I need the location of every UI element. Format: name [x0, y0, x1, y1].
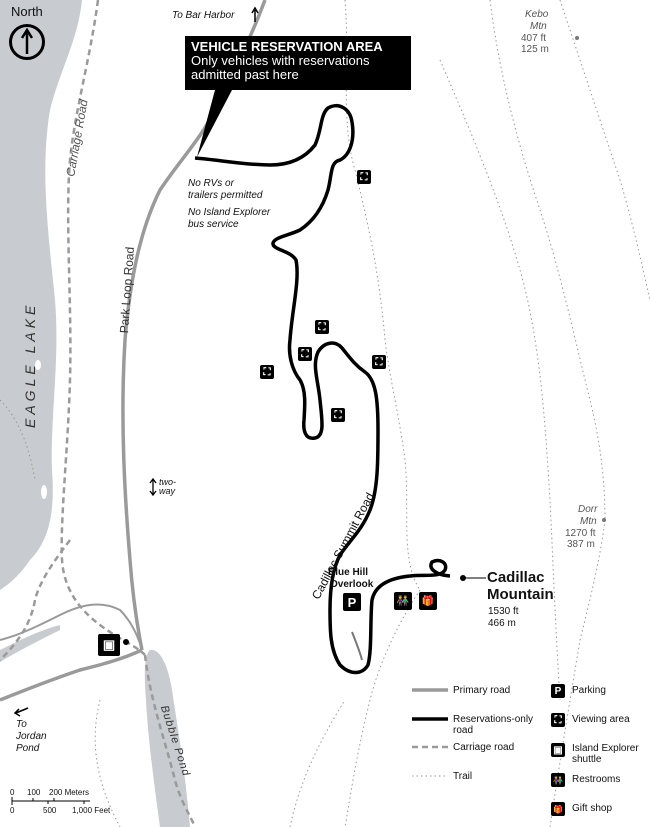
- legend-parking: Parking: [572, 685, 606, 696]
- viewing-area-icon: ⛶: [315, 320, 329, 334]
- restrooms-icon: 👫: [394, 592, 412, 610]
- legend-viewing-icon: ⛶: [551, 713, 565, 727]
- trail-line: [344, 0, 421, 591]
- legend-shuttle-1: Island Explorer: [572, 743, 639, 754]
- viewing-area-icon: ⛶: [357, 170, 371, 184]
- trail-line: [439, 59, 561, 701]
- shuttle-dot: [123, 639, 129, 645]
- scale-ft-500: 500: [43, 806, 57, 815]
- legend-restrooms: Restrooms: [572, 774, 621, 785]
- eagle-lake-label: EAGLE LAKE: [22, 301, 38, 428]
- trail-line: [344, 589, 421, 827]
- reservation-road-line: [194, 103, 451, 675]
- to-jordan-pond-label: To: [16, 719, 27, 730]
- legend-trail: Trail: [453, 771, 473, 782]
- dorr-name2: Mtn: [580, 516, 597, 527]
- two-way-label: two-: [159, 477, 177, 487]
- trail-line: [289, 699, 346, 827]
- primary-road-line: [0, 648, 143, 702]
- reservation-notice: VEHICLE RESERVATION AREA Only vehicles w…: [185, 36, 411, 90]
- legend-shuttle-icon: ▣: [551, 743, 565, 757]
- reservation-line1: Only vehicles with reservations: [191, 53, 370, 68]
- reservation-line2: admitted past here: [191, 67, 299, 82]
- legend-primary-road: Primary road: [453, 685, 511, 696]
- scale-ft-1000: 1,000 Feet: [72, 806, 111, 815]
- trail-line: [549, 519, 606, 827]
- cadillac-name2: Mountain: [487, 586, 554, 603]
- legend-shuttle-2: shuttle: [572, 754, 602, 765]
- legend-parking-icon: P: [551, 684, 565, 698]
- bubble-pond-water: [144, 649, 190, 827]
- restriction-line1: No RVs or: [188, 178, 234, 189]
- scale-m-100: 100: [27, 788, 41, 797]
- viewing-area-icon: ⛶: [298, 347, 312, 361]
- jordan-pond-arrow: [13, 707, 29, 717]
- overlook-spur: [351, 631, 363, 661]
- cadillac-dot: [460, 575, 466, 581]
- legend-viewing-area: Viewing area: [572, 714, 630, 725]
- two-way-arrow: [149, 477, 157, 497]
- shuttle-icon: ▣: [98, 634, 120, 656]
- restriction-line2: trailers permitted: [188, 190, 263, 201]
- to-bar-harbor-label: To Bar Harbor: [172, 10, 235, 21]
- restriction-line3: No Island Explorer: [188, 207, 271, 218]
- scale-m-200: 200 Meters: [49, 788, 90, 797]
- viewing-area-icon: ⛶: [372, 355, 386, 369]
- cadillac-name: Cadillac: [487, 569, 545, 586]
- legend-reservations-road-1: Reservations-only: [453, 714, 534, 725]
- to-jordan-pond-label3: Pond: [16, 743, 40, 754]
- kebo-name: Kebo: [525, 9, 549, 20]
- reservation-title: VEHICLE RESERVATION AREA: [191, 39, 383, 54]
- kebo-dot: [575, 36, 579, 40]
- reservation-pointer: [197, 90, 232, 157]
- overlook-label: Overlook: [330, 579, 374, 590]
- trail-line: [559, 0, 650, 301]
- legend-restrooms-icon: 👫: [551, 773, 565, 787]
- bar-harbor-arrow: [251, 6, 259, 22]
- eagle-lake-water: [0, 0, 82, 590]
- island: [41, 485, 47, 499]
- dorr-elev-m: 387 m: [567, 539, 595, 550]
- north-icon: [9, 24, 45, 60]
- dorr-name: Dorr: [578, 504, 598, 515]
- gift-shop-icon: 🎁: [419, 592, 437, 610]
- kebo-name2: Mtn: [530, 21, 547, 32]
- legend-reservations-road-2: road: [453, 725, 474, 736]
- carriage-road-line: [60, 0, 146, 656]
- dorr-elev-ft: 1270 ft: [565, 528, 596, 539]
- to-jordan-pond-label2: Jordan: [16, 731, 47, 742]
- legend-gift-shop: Gift shop: [572, 803, 613, 814]
- lake-shore-lower: [0, 625, 60, 662]
- carriage-road-line: [0, 539, 72, 661]
- scale-ft-0: 0: [10, 806, 15, 815]
- restriction-line4: bus service: [188, 219, 239, 230]
- scale-m-0: 0: [10, 788, 15, 797]
- legend-gift-icon: 🎁: [551, 802, 565, 816]
- cadillac-elev-m: 466 m: [488, 618, 516, 629]
- dorr-dot: [602, 518, 606, 522]
- kebo-elev-ft: 407 ft: [521, 33, 547, 44]
- cadillac-elev-ft: 1530 ft: [488, 606, 519, 617]
- viewing-area-icon: ⛶: [260, 365, 274, 379]
- primary-road-line: [121, 0, 267, 651]
- trail-line: [94, 699, 121, 827]
- two-way-label2: way: [159, 486, 176, 496]
- north-label: North: [11, 4, 43, 19]
- blue-hill-label: Blue Hill: [328, 567, 369, 578]
- island: [35, 360, 41, 370]
- kebo-elev-m: 125 m: [521, 44, 549, 55]
- legend-carriage-road: Carriage road: [453, 742, 515, 753]
- trail-line: [489, 0, 606, 521]
- primary-road-line: [0, 603, 143, 651]
- carriage-road-line: [143, 654, 197, 827]
- parking-icon: P: [343, 593, 361, 611]
- viewing-area-icon: ⛶: [331, 408, 345, 422]
